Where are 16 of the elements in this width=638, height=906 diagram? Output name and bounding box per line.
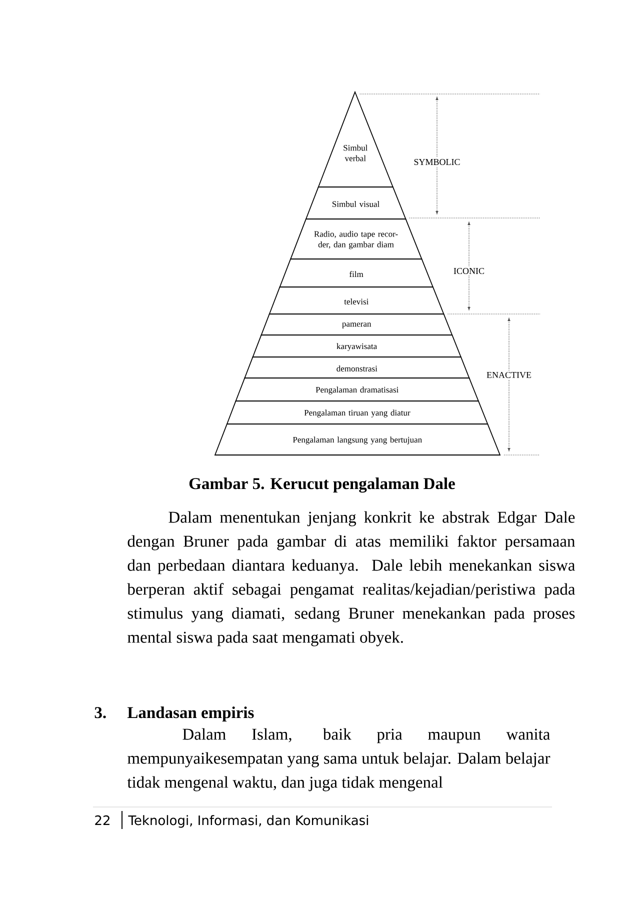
- pyramid-band: karyawisata: [252, 334, 462, 358]
- pyramid-band: film: [279, 258, 434, 288]
- section-number: 3.: [94, 707, 106, 718]
- page-number: 22: [95, 815, 110, 825]
- pyramid-band: demonstrasi: [244, 356, 470, 378]
- running-footer: Teknologi, Informasi, dan Komunikasi: [128, 815, 368, 828]
- pyramid-band: televisi: [268, 286, 444, 314]
- level-label: ICONIC: [452, 266, 486, 276]
- paragraph: Dalam Islam, baik pria maupun wanita mempunyaikesempatan yang sama untuk belajar. Dalam belajar tidak mengenal waktu, dan juga tidak mengenal: [127, 728, 550, 792]
- paragraph: Dalam menentukan jenjang konkrit ke abstrak Edgar Dale dengan Bruner pada gambar di atas memiliki faktor persamaan dan perbedaan diantara keduanya. Dale lebih menekankan siswa berperan aktif sebagai pengamat realitas/kejadian/peristiwa pada stimulus yang diamati, sedang Bruner menekankan pada proses mental siswa pada saat mengamati obyek.: [127, 511, 576, 646]
- figure-caption: Gambar 5. Kerucut pengalaman Dale: [189, 478, 455, 493]
- level-label: SYMBOLIC: [412, 157, 462, 167]
- pyramid-band: pameran: [260, 314, 453, 336]
- level-label: ENACTIVE: [485, 370, 533, 380]
- pyramid-band: Pengalaman dramatisasi: [235, 378, 480, 402]
- section-heading: Landasan empiris: [127, 706, 254, 722]
